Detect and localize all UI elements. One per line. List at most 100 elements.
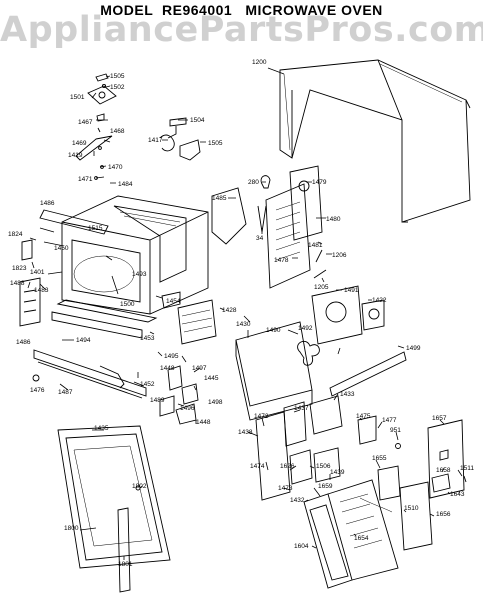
part-label: 1477 [382,417,397,424]
thermal-cutout-parts [159,117,201,161]
part-label: 1471 [78,176,93,183]
part-label: 1454 [166,298,181,305]
part-label: 1433 [340,391,355,398]
part-label: 1658 [436,467,451,474]
part-label: 1480 [326,216,341,223]
part-label: 1435 [94,425,109,432]
oven-cavity-part [51,195,209,339]
part-label: 1422 [372,297,387,304]
part-label: 1450 [54,245,69,252]
part-label: 1500 [120,301,135,308]
left-side-parts [19,209,109,327]
model-number: RE964001 [162,2,233,18]
part-label: 1604 [294,543,309,550]
part-label: 1205 [314,284,329,291]
part-label: 1486 [40,200,55,207]
part-label: 1823 [12,265,27,272]
part-label: 1445 [204,375,219,382]
part-label: 1470 [108,164,123,171]
door-assembly-part [57,425,171,593]
part-label: 1452 [140,381,155,388]
part-label: 1800 [64,525,79,532]
leader-lines [27,67,463,560]
part-label: 1474 [250,463,265,470]
part-label: 1419 [68,152,83,159]
part-label: 1401 [30,269,45,276]
part-label: 1432 [290,497,305,504]
part-label: 1453 [140,335,155,342]
part-label: 1475 [356,413,371,420]
part-label: 1498 [208,399,223,406]
bottom-rail-parts [32,349,199,425]
part-label: 1510 [404,505,419,512]
part-label: 1486 [16,339,31,346]
part-label: 1659 [318,483,333,490]
part-label: 1417 [148,137,163,144]
part-label: 1487 [58,389,73,396]
air-guide-parts [211,165,323,289]
part-label: 1200 [252,59,267,66]
part-label: 1495 [164,353,179,360]
part-label: 1468 [110,128,125,135]
part-label: 1491 [344,287,359,294]
model-label: MODEL [100,2,154,18]
part-label: 1657 [432,415,447,422]
part-labels: 1505 1502 1501 1467 1468 1469 1419 1470 … [8,59,474,568]
part-label: 1490 [266,327,281,334]
control-board-parts [377,419,467,551]
part-label: 1472 [254,413,269,420]
base-plate-part [235,321,313,421]
part-label: 951 [390,427,401,434]
top-bracket-parts [75,73,117,180]
part-label: 1655 [372,455,387,462]
side-bar-part [329,351,407,397]
part-label: 1476 [30,387,45,394]
fan-motor-parts [297,249,385,366]
diagram-title: MODEL RE964001 MICROWAVE OVEN [0,2,483,18]
part-label: 1493 [132,271,147,278]
part-label: 1484 [118,181,133,188]
part-label: 1499 [406,345,421,352]
part-label: 1506 [316,463,331,470]
part-label: 1206 [332,252,347,259]
part-label: 1428 [222,307,237,314]
part-label: 1515 [88,225,103,232]
part-label: 1626 [280,463,295,470]
part-label: 1492 [298,325,313,332]
part-label: 1501 [70,94,85,101]
part-label: 1488 [10,280,25,287]
part-label: 1502 [110,84,125,91]
part-label: 1483 [34,287,49,294]
part-label: 1801 [118,561,133,568]
part-label: 1654 [354,535,369,542]
part-label: 1481 [308,242,323,249]
part-label: 1430 [236,321,251,328]
part-label: 1448 [196,419,211,426]
part-label: 1505 [110,73,125,80]
part-label: 1497 [192,365,207,372]
outer-cabinet-part [279,59,471,223]
part-label: 1489 [150,397,165,404]
part-label: 1496 [180,405,195,412]
part-label: 1438 [238,429,253,436]
part-label: 1479 [312,179,327,186]
part-label: 1824 [8,231,23,238]
part-label: 1643 [450,491,465,498]
product-name: MICROWAVE OVEN [245,2,383,18]
part-label: 1505 [208,140,223,147]
part-label: 1656 [436,511,451,518]
part-label: 1494 [76,337,91,344]
part-label: 1467 [78,119,93,126]
part-label: 1448 [160,365,175,372]
part-label: 1478 [274,257,289,264]
part-label: 1439 [330,469,345,476]
part-label: 1802 [132,483,147,490]
part-label: 1437 [294,405,309,412]
part-label: 1485 [212,195,227,202]
part-label: 1469 [72,140,87,147]
magnetron-part [161,291,217,345]
part-label: 1504 [190,117,205,124]
part-label: 280 [248,179,259,186]
part-label: 1511 [460,465,474,472]
